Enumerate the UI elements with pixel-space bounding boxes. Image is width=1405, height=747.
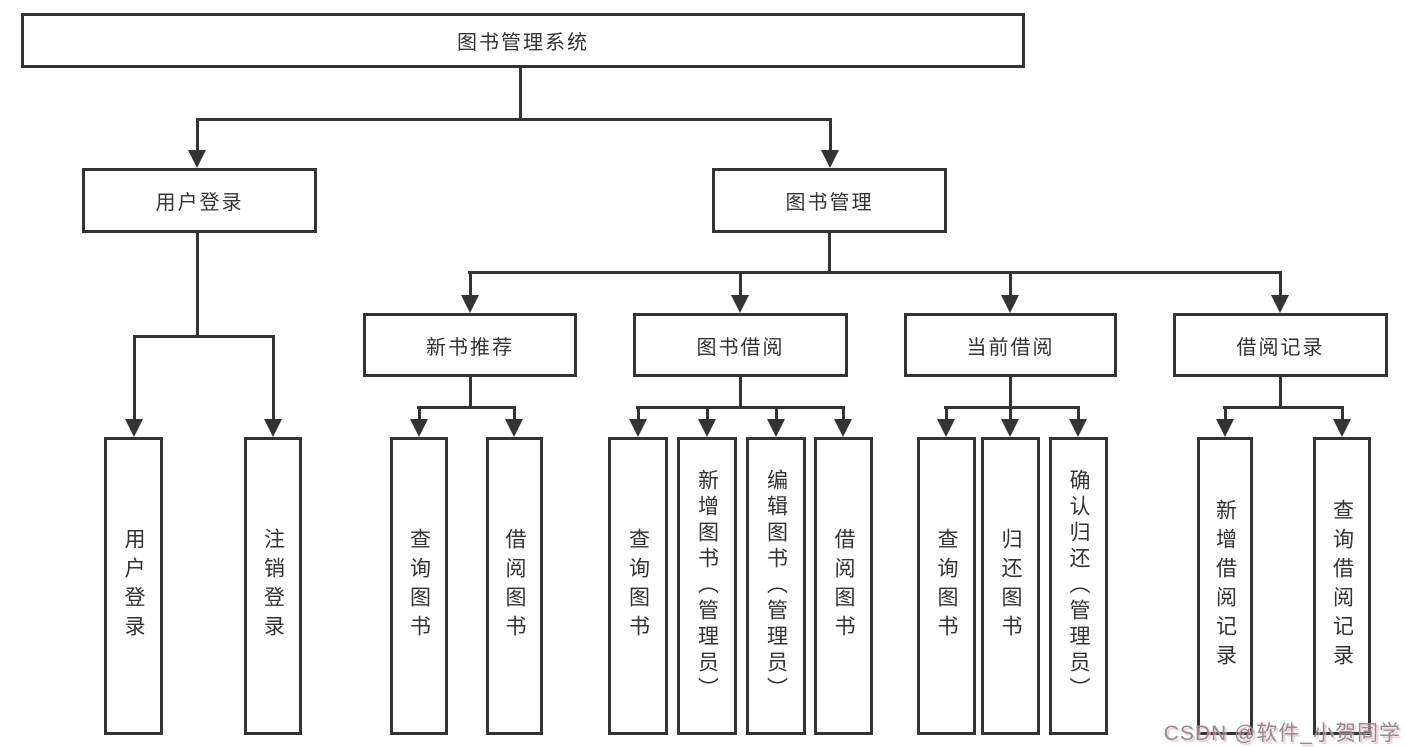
connector-hline bbox=[1223, 406, 1344, 409]
connector-vline bbox=[1341, 406, 1344, 421]
arrowhead-down-icon bbox=[505, 419, 523, 437]
arrowhead-down-icon bbox=[834, 419, 852, 437]
node-new-book-recommend: 新书推荐 bbox=[363, 313, 577, 377]
arrowhead-down-icon bbox=[1333, 419, 1351, 437]
arrowhead-down-icon bbox=[188, 150, 206, 168]
node-user-login: 用户登录 bbox=[82, 168, 317, 233]
connector-vline bbox=[1009, 271, 1012, 297]
connector-vline bbox=[1077, 406, 1080, 421]
arrowhead-down-icon bbox=[1001, 419, 1019, 437]
connector-vline bbox=[196, 118, 199, 152]
arrowhead-down-icon bbox=[125, 419, 143, 437]
connector-hline bbox=[196, 118, 832, 121]
arrowhead-down-icon bbox=[767, 419, 785, 437]
node-current-borrowing: 当前借阅 bbox=[904, 313, 1117, 377]
arrowhead-down-icon bbox=[937, 419, 955, 437]
arrowhead-down-icon bbox=[1216, 419, 1234, 437]
node-current-return-books: 归还图书 bbox=[981, 437, 1040, 735]
connector-vline bbox=[196, 233, 199, 338]
connector-hline bbox=[636, 406, 845, 409]
connector-vline bbox=[469, 271, 472, 297]
arrowhead-down-icon bbox=[698, 419, 716, 437]
connector-vline bbox=[706, 406, 709, 421]
connector-vline bbox=[519, 68, 522, 121]
connector-hline bbox=[417, 406, 516, 409]
connector-vline bbox=[1279, 271, 1282, 297]
node-borrow-add-books-admin: 新增图书（管理员） bbox=[677, 437, 737, 735]
node-user-login-leaf: 用户登录 bbox=[104, 437, 163, 735]
csdn-watermark: CSDN @软件_小贺同学 bbox=[1163, 722, 1401, 745]
node-current-confirm-return-admin: 确认归还（管理员） bbox=[1049, 437, 1108, 735]
node-borrow-edit-books-admin: 编辑图书（管理员） bbox=[746, 437, 806, 735]
arrowhead-down-icon bbox=[1069, 419, 1087, 437]
arrowhead-down-icon bbox=[821, 150, 839, 168]
connector-vline bbox=[513, 406, 516, 421]
node-borrow-borrow-books: 借阅图书 bbox=[814, 437, 873, 735]
arrowhead-down-icon bbox=[410, 419, 428, 437]
node-records-add-record: 新增借阅记录 bbox=[1197, 437, 1253, 735]
connector-vline bbox=[842, 406, 845, 421]
connector-vline bbox=[945, 406, 948, 421]
node-records-query-record: 查询借阅记录 bbox=[1313, 437, 1371, 735]
node-current-query-books: 查询图书 bbox=[917, 437, 976, 735]
connector-hline bbox=[133, 335, 275, 338]
arrowhead-down-icon bbox=[1001, 295, 1019, 313]
connector-hline bbox=[944, 406, 1080, 409]
connector-vline bbox=[469, 377, 472, 408]
node-rec-query-books: 查询图书 bbox=[390, 437, 448, 735]
connector-vline bbox=[1224, 406, 1227, 421]
connector-vline bbox=[828, 233, 831, 274]
arrowhead-down-icon bbox=[264, 419, 282, 437]
arrowhead-down-icon bbox=[629, 419, 647, 437]
connector-vline bbox=[829, 118, 832, 152]
node-book-borrowing: 图书借阅 bbox=[633, 313, 848, 377]
connector-hline bbox=[468, 271, 1282, 274]
node-rec-borrow-books: 借阅图书 bbox=[486, 437, 543, 735]
connector-vline bbox=[1279, 377, 1282, 408]
connector-vline bbox=[418, 406, 421, 421]
arrowhead-down-icon bbox=[1271, 295, 1289, 313]
arrowhead-down-icon bbox=[461, 295, 479, 313]
connector-vline bbox=[739, 271, 742, 297]
connector-vline bbox=[1009, 377, 1012, 408]
arrowhead-down-icon bbox=[731, 295, 749, 313]
node-library-management-system: 图书管理系统 bbox=[21, 13, 1025, 68]
node-book-management: 图书管理 bbox=[712, 168, 947, 233]
connector-vline bbox=[739, 377, 742, 408]
connector-vline bbox=[637, 406, 640, 421]
connector-vline bbox=[775, 406, 778, 421]
node-logout: 注销登录 bbox=[244, 437, 302, 735]
connector-vline bbox=[272, 335, 275, 421]
node-borrowing-records: 借阅记录 bbox=[1173, 313, 1388, 377]
node-borrow-query-books: 查询图书 bbox=[608, 437, 668, 735]
connector-vline bbox=[133, 335, 136, 421]
connector-vline bbox=[1009, 406, 1012, 421]
